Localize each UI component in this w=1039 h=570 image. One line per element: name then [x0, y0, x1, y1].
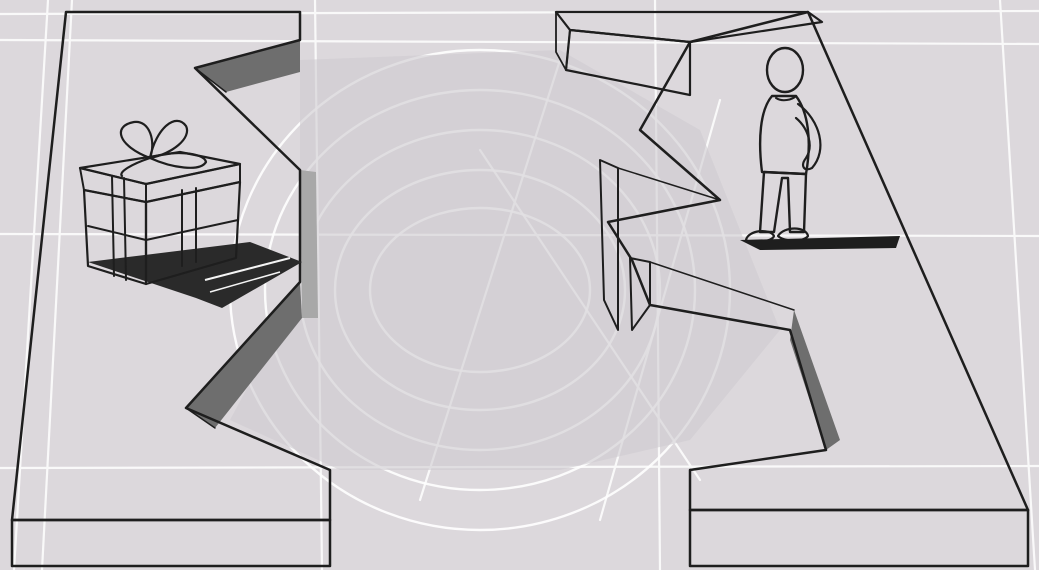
person-figure: [740, 46, 900, 250]
right-block-side: [555, 11, 571, 71]
gift-ribbon: [87, 175, 239, 281]
person-shadow: [740, 236, 900, 250]
left-platform-front: [10, 518, 332, 568]
person-head: [765, 46, 805, 94]
canyon-gap: [230, 50, 780, 470]
right-wedge-front: [599, 159, 619, 331]
right-platform-front: [688, 508, 1030, 568]
gift-shadow: [88, 242, 302, 308]
gift-box-icon: [78, 119, 302, 308]
left-inner-wall-upper: [195, 40, 300, 92]
left-platform: [10, 10, 332, 568]
person-shoes: [744, 227, 810, 244]
person-arm: [794, 102, 822, 171]
right-inner-wall-lower: [790, 310, 840, 450]
left-inner-wall-lower: [186, 282, 302, 428]
left-inner-wall-notch: [300, 170, 318, 318]
right-platform: [554, 10, 1030, 568]
gift-bow: [119, 119, 208, 178]
